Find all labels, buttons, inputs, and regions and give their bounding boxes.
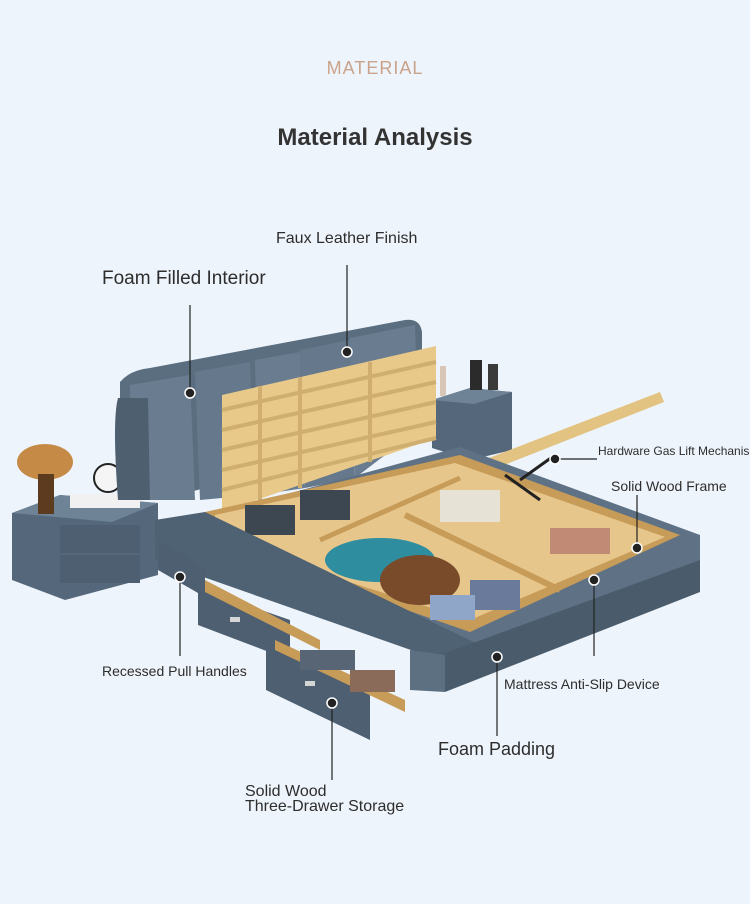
callout-lines (179, 265, 638, 780)
drawer-set (158, 540, 405, 740)
page-title: Material Analysis (277, 124, 473, 151)
label-foam-filled-interior: Foam Filled Interior (102, 268, 266, 289)
section-kicker: MATERIAL (326, 58, 424, 78)
label-faux-leather-finish: Faux Leather Finish (276, 230, 418, 247)
wood-slat-panel (221, 346, 437, 512)
label-foam-padding: Foam Padding (438, 739, 556, 759)
right-nightstand (432, 360, 512, 460)
left-nightstand (12, 444, 158, 600)
callout-dots (174, 346, 643, 709)
label-solid-wood-frame: Solid Wood Frame (611, 478, 727, 494)
label-storage-line2: Three-Drawer Storage (245, 798, 405, 815)
label-gas-lift-mechanism: Hardware Gas Lift Mechanis (598, 444, 750, 458)
storage-base (155, 447, 700, 692)
label-recessed-pull-handles: Recessed Pull Handles (102, 663, 247, 679)
label-storage-line1: Solid Wood (245, 783, 327, 800)
label-mattress-anti-slip: Mattress Anti-Slip Device (504, 676, 660, 692)
